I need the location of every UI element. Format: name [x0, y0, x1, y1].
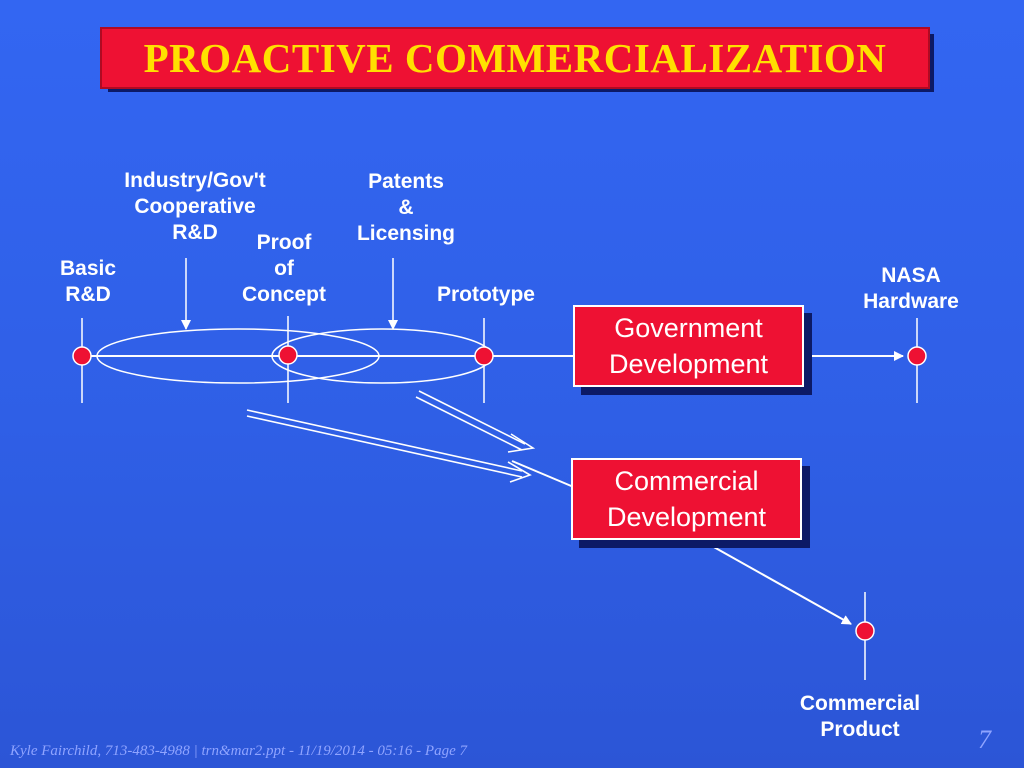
title-banner: PROACTIVE COMMERCIALIZATION	[100, 27, 930, 89]
label-proof-of-concept: Proof of Concept	[242, 231, 326, 306]
label-industry-cooperative-rd: Industry/Gov't Cooperative R&D	[124, 169, 266, 244]
footer-credit: Kyle Fairchild, 713-483-4988 | trn&mar2.…	[10, 743, 467, 759]
double-arrow-prototype-to-commercial	[415, 390, 536, 453]
double-arrow-proof-to-commercial	[246, 409, 532, 483]
node-basic-rd	[72, 346, 92, 366]
label-nasa-hardware: NASA Hardware	[863, 264, 959, 313]
commercial-development-box: Commercial Development	[571, 458, 802, 540]
label-basic-rd: Basic R&D	[59, 257, 117, 306]
label-prototype: Prototype	[436, 283, 535, 306]
slide-title: PROACTIVE COMMERCIALIZATION	[143, 35, 887, 81]
arrow-to-commercial-product	[711, 545, 852, 625]
label-patents-licensing: Patents & Licensing	[356, 170, 456, 245]
node-nasa-hardware	[907, 346, 927, 366]
line-to-commercial-box	[511, 460, 577, 489]
page-number: 7	[978, 725, 991, 754]
ellipse-cooperative-rd	[96, 328, 380, 384]
node-proof-of-concept	[278, 345, 298, 365]
government-development-box: Government Development	[573, 305, 804, 387]
label-commercial-product: Commercial Product	[799, 692, 921, 741]
node-commercial-product	[855, 621, 875, 641]
node-prototype	[474, 346, 494, 366]
